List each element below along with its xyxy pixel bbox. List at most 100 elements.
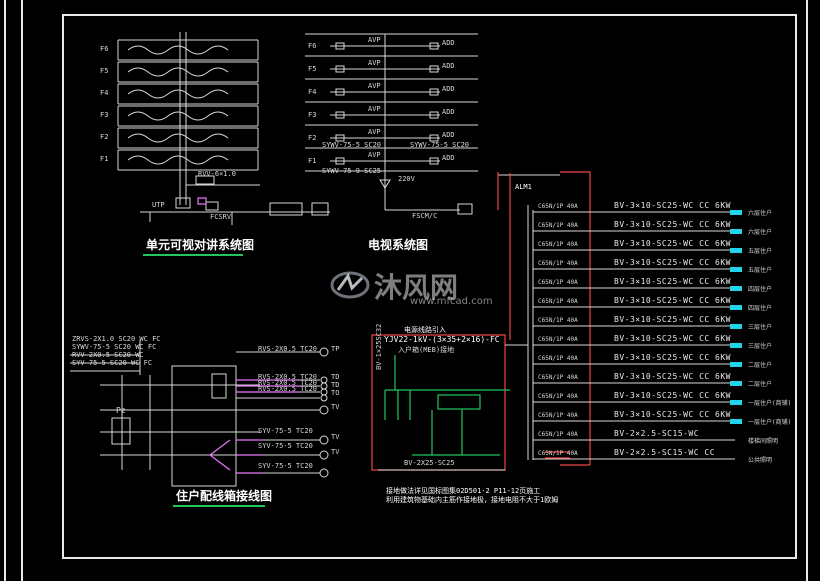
tv-cable-label-2: SYWV-75-5 SC20 (410, 141, 470, 149)
branch-end-marker (730, 343, 742, 348)
grounding-cable-label: BV-2X25-SC25 (404, 459, 455, 467)
branch-end-marker (730, 305, 742, 310)
intercom-title-underline (143, 254, 243, 256)
branch-cable-label: BV-3×10-SC25-WC CC 6KW (614, 220, 731, 229)
branch-cable-label: BV-3×10-SC25-WC CC 6KW (614, 372, 731, 381)
branch-cable-label: BV-3×10-SC25-WC CC 6KW (614, 201, 731, 210)
household-right-label: SYV-75-5 TC20 (258, 442, 313, 450)
branch-cable-label: BV-3×10-SC25-WC CC 6KW (614, 410, 731, 419)
branch-destination-label: 五层住户 (748, 267, 773, 274)
intercom-floor-label: F6 (100, 45, 109, 53)
household-line-label: SYV-75-5 SC20 WC FC (72, 359, 153, 367)
tv-amp-label: AVP (368, 59, 381, 67)
tv-amp-label: AVP (368, 82, 381, 90)
tv-amp-label: AVP (368, 36, 381, 44)
tv-amp-label: AVP (368, 151, 381, 159)
household-right-label: RVS-2X0.5 TC20 (258, 345, 318, 353)
outer-frame-right (806, 0, 808, 581)
tv-floor-label: F5 (308, 65, 317, 73)
branch-end-marker (730, 267, 742, 272)
household-outlet-label: TD (331, 381, 340, 389)
breaker-label: C65N/1P 40A (538, 317, 578, 324)
tv-outlet-label: ADD (442, 154, 455, 162)
branch-end-marker (730, 400, 742, 405)
breaker-label: C65N/1P 40A (538, 222, 578, 229)
branch-end-marker (730, 248, 742, 253)
intercom-panel-label: FCSRV (210, 213, 232, 221)
tv-outlet-label: ADD (442, 108, 455, 116)
tv-outlet-label: ADD (442, 131, 455, 139)
breaker-label: C65N/1P 40A (538, 393, 578, 400)
tv-outlet-label: ADD (442, 39, 455, 47)
branch-destination-label: 三层住户 (748, 343, 773, 350)
branch-cable-label: BV-3×10-SC25-WC CC 6KW (614, 315, 731, 324)
breaker-label: C65N/1P 40A (538, 450, 578, 457)
distribution-branches (533, 211, 735, 460)
watermark-url: www.mfcad.com (410, 296, 493, 307)
household-outlet-label: TV (331, 433, 340, 441)
household-title-underline (173, 505, 265, 507)
branch-cable-label: BV-3×10-SC25-WC CC 6KW (614, 277, 731, 286)
household-outlet-label: TV (331, 448, 340, 456)
breaker-label: C65N/1P 40A (538, 260, 578, 267)
branch-destination-label: 楼梯间照明 (748, 438, 779, 445)
branch-end-marker (730, 210, 742, 215)
household-line-label: RVV-2X0.5 SC20 WC (72, 351, 144, 359)
intercom-floor-label: F2 (100, 133, 109, 141)
branch-end-marker (730, 381, 742, 386)
branch-destination-label: 五层住户 (748, 248, 773, 255)
household-diagram-title: 住户配线箱接线图 (176, 489, 273, 503)
branch-destination-label: 四层住户 (748, 286, 773, 293)
distribution-panel (498, 174, 560, 460)
breaker-label: C65N/1P 40A (538, 374, 578, 381)
household-right-label: RVS-2X0.5 TC20 (258, 379, 318, 387)
intercom-floor-label: F1 (100, 155, 109, 163)
branch-destination-label: 公共照明 (748, 457, 773, 464)
branch-cable-label: BV-3×10-SC25-WC CC 6KW (614, 334, 731, 343)
grounding-resistance-note: 利用建筑物基础内主筋作接地极，接地电阻不大于1欧姆 (386, 496, 559, 504)
intercom-diagram-title: 单元可视对讲系统图 (146, 238, 255, 252)
breaker-label: C65N/1P 40A (538, 241, 578, 248)
branch-destination-label: 二层住户 (748, 362, 773, 369)
household-outlet-label: TD (331, 373, 340, 381)
distribution-panel-label: ALM1 (515, 183, 532, 191)
breaker-label: C65N/1P 40A (538, 203, 578, 210)
feeder-cable-label: YJV22-1kV-(3×35+2×16)-FC (384, 335, 500, 344)
tv-floors (305, 33, 478, 215)
tv-amp-label: AVP (368, 128, 381, 136)
branch-cable-label: BV-3×10-SC25-WC CC 6KW (614, 353, 731, 362)
tv-amp-label: AVP (368, 105, 381, 113)
tv-outlet-label: ADD (442, 62, 455, 70)
household-box-label: Pz (116, 406, 126, 415)
intercom-riser-label: RVV-6×1.0 (198, 170, 236, 178)
breaker-label: C65N/1P 40A (538, 279, 578, 286)
branch-destination-label: 四层住户 (748, 305, 773, 312)
household-outlet-label: TO (331, 389, 340, 397)
tv-floor-label: F2 (308, 134, 317, 142)
household-right-label: SYV-75-5 TC20 (258, 427, 313, 435)
intercom-main-label: UTP (152, 201, 165, 209)
watermark-brand: 沐风网 (374, 271, 459, 304)
branch-destination-label: 二层住户 (748, 381, 773, 388)
breaker-label: C65N/1P 40A (538, 298, 578, 305)
household-outlet-label: TV (331, 403, 340, 411)
tv-cable-label-1: SYWV-75-5 SC20 (322, 141, 382, 149)
branch-destination-label: 一层住户(商铺) (748, 400, 792, 407)
breaker-label: C65N/1P 40A (538, 336, 578, 343)
tv-diagram-title: 电视系统图 (368, 238, 429, 252)
branch-destination-label: 三层住户 (748, 324, 773, 331)
intercom-floors (117, 32, 330, 225)
breaker-label: C65N/1P 40A (538, 431, 578, 438)
branch-cable-label: BV-3×10-SC25-WC CC 6KW (614, 391, 731, 400)
grounding-note-label: 电源线路引入 (404, 326, 446, 334)
tv-voltage-label: 220V (398, 175, 415, 183)
branch-destination-label: 六层住户 (748, 229, 773, 236)
branch-end-marker (730, 362, 742, 367)
breaker-label: C65N/1P 40A (538, 412, 578, 419)
household-right-label: RVS-2X0.5 TC20 (258, 385, 318, 393)
household-right-label: RVS-2X0.5 TC20 (258, 373, 318, 381)
intercom-floor-label: F3 (100, 111, 109, 119)
intercom-floor-label: F5 (100, 67, 109, 75)
household-line-label: SYWV-75-5 SC20 WC FC (72, 343, 157, 351)
